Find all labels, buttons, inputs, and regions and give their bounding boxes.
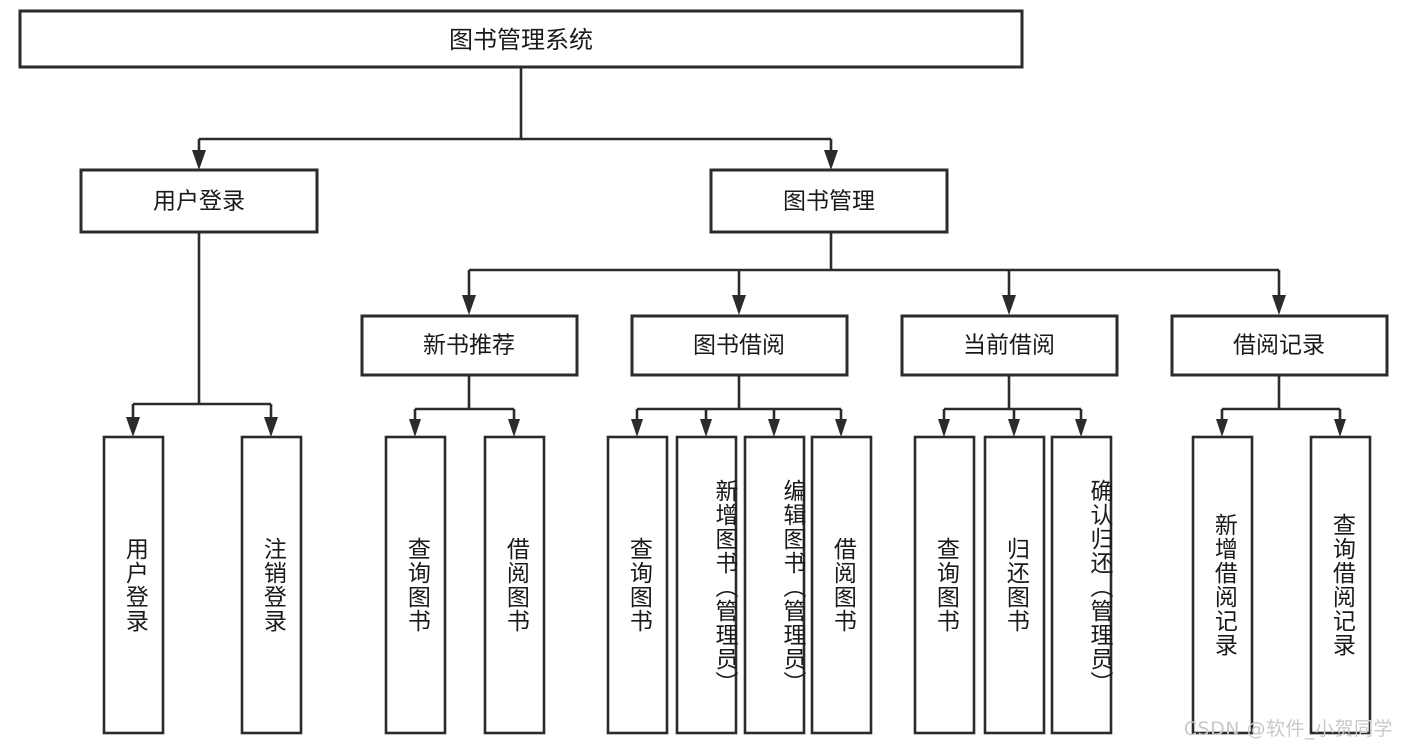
arrowhead-borrow-record [1272, 295, 1286, 315]
csdn-watermark: CSDN @软件_小贺同学 [1183, 718, 1393, 740]
arrowhead-leaf-borrow-book-2 [835, 419, 847, 437]
arrowhead-leaf-confirm-return [1075, 419, 1087, 437]
connector-group-new-book-recommend [409, 375, 520, 437]
leaf-borrow-book-2-rect[interactable] [810, 435, 873, 735]
arrowhead-leaf-edit-book [768, 419, 780, 437]
node-root[interactable]: 图书管理系统 [18, 9, 1024, 69]
leaf-query-book-3-rect[interactable] [913, 435, 976, 735]
node-current-borrow-label: 当前借阅 [963, 333, 1055, 359]
node-borrow-record-label: 借阅记录 [1233, 333, 1325, 359]
leaf-return-book-rect[interactable] [983, 435, 1046, 735]
node-root-rect[interactable] [18, 9, 1024, 69]
leaf-add-book-rect[interactable] [675, 435, 738, 735]
node-book-management-rect[interactable] [709, 168, 949, 234]
connector-group-book-borrow [631, 375, 847, 437]
leaf-query-book-1-rect[interactable] [384, 435, 447, 735]
leaf-add-record-rect[interactable] [1191, 435, 1254, 735]
leaf-boxes-book-borrow [606, 435, 873, 735]
node-current-borrow-rect[interactable] [900, 314, 1119, 377]
leaf-boxes-current-borrow [913, 435, 1113, 735]
node-user-login-rect[interactable] [79, 168, 319, 234]
connector-group-book-management [462, 232, 1286, 315]
arrowhead-leaf-add-record [1216, 419, 1228, 437]
node-current-borrow[interactable]: 当前借阅 [900, 314, 1119, 377]
connector-group-borrow-record [1216, 375, 1346, 437]
arrowhead-leaf-borrow-book-1 [508, 419, 520, 437]
node-borrow-record[interactable]: 借阅记录 [1170, 314, 1389, 377]
node-book-management[interactable]: 图书管理 [709, 168, 949, 234]
arrowhead-new-book-recommend [462, 295, 476, 315]
leaf-boxes-user-login [102, 435, 303, 735]
leaf-borrow-book-1-rect[interactable] [483, 435, 546, 735]
connector-group-user-login [126, 232, 278, 437]
node-user-login-label: 用户登录 [153, 189, 245, 215]
node-user-login[interactable]: 用户登录 [79, 168, 319, 234]
arrowhead-leaf-user-logout [264, 417, 278, 437]
arrowhead-user-login [192, 150, 206, 170]
arrowhead-book-management [824, 150, 838, 170]
leaf-user-login-rect[interactable] [102, 435, 165, 735]
arrowhead-leaf-query-book-3 [938, 419, 950, 437]
leaf-confirm-return-rect[interactable] [1050, 435, 1113, 735]
node-new-book-recommend[interactable]: 新书推荐 [360, 314, 579, 377]
node-book-borrow[interactable]: 图书借阅 [630, 314, 849, 377]
arrowhead-book-borrow [732, 295, 746, 315]
arrowhead-leaf-query-book-1 [409, 419, 421, 437]
connector-group-current-borrow [938, 375, 1087, 437]
arrowhead-leaf-add-book [700, 419, 712, 437]
leaf-edit-book-rect[interactable] [743, 435, 806, 735]
leaf-query-book-2-rect[interactable] [606, 435, 669, 735]
arrowhead-leaf-query-record [1334, 419, 1346, 437]
node-borrow-record-rect[interactable] [1170, 314, 1389, 377]
arrowhead-current-borrow [1002, 295, 1016, 315]
connector-group-root [192, 67, 838, 170]
leaf-query-record-rect[interactable] [1309, 435, 1372, 735]
arrowhead-leaf-query-book-2 [631, 419, 643, 437]
node-new-book-recommend-label: 新书推荐 [423, 333, 515, 359]
node-book-management-label: 图书管理 [783, 189, 875, 215]
leaf-boxes-new-book-recommend [384, 435, 546, 735]
node-new-book-recommend-rect[interactable] [360, 314, 579, 377]
arrowhead-leaf-return-book [1008, 419, 1020, 437]
node-book-borrow-label: 图书借阅 [693, 333, 785, 359]
leaf-user-logout-rect[interactable] [240, 435, 303, 735]
node-root-label: 图书管理系统 [449, 26, 593, 54]
arrowhead-leaf-user-login [126, 417, 140, 437]
leaf-boxes-borrow-record [1191, 435, 1372, 735]
node-book-borrow-rect[interactable] [630, 314, 849, 377]
